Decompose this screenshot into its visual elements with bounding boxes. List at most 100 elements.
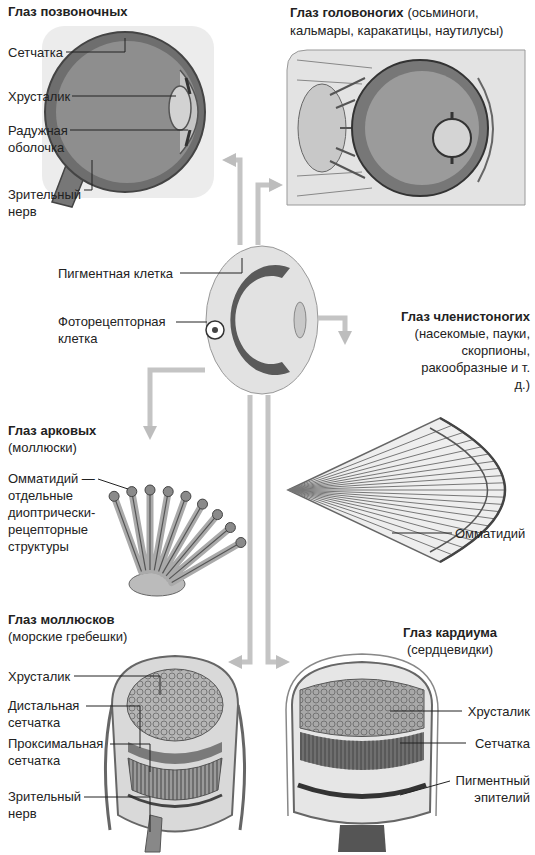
part-label: Хрусталик bbox=[8, 668, 98, 685]
eye-heading: Глаз кардиума bbox=[380, 624, 520, 641]
part-label: Сетчатка bbox=[440, 735, 530, 752]
part-label: Проксимальная сетчатка bbox=[8, 735, 112, 769]
scallop-eye-art bbox=[105, 705, 112, 830]
eye-cup-art bbox=[230, 265, 290, 375]
cephalopod-eye-art bbox=[451, 112, 454, 164]
leader-line bbox=[66, 38, 125, 52]
ark-eye-art bbox=[98, 479, 246, 596]
eye-subheading: (насекомые, пауки, скорпионы, ракообразн… bbox=[405, 325, 530, 393]
eye-heading: Глаз головоногих bbox=[290, 5, 404, 20]
leader-line bbox=[176, 322, 207, 323]
ark-eye-art bbox=[109, 485, 246, 548]
leader-line bbox=[400, 743, 466, 744]
heading-group: Глаз позвоночных bbox=[8, 3, 208, 20]
eye-panel: Глаз кардиума(сердцевидки) bbox=[290, 612, 532, 853]
eye-panel: Глаз позвоночных bbox=[5, 0, 222, 215]
part-label: Омматидий bbox=[455, 525, 535, 542]
vertebrate-eye-art bbox=[42, 26, 214, 207]
cephalopod-eye-art bbox=[287, 50, 525, 205]
ark-eye-art bbox=[163, 487, 173, 497]
cardium-eye-art bbox=[286, 654, 466, 852]
cardium-eye-art bbox=[300, 732, 424, 770]
leader-line bbox=[72, 96, 176, 97]
part-label: Пигментный эпителий bbox=[420, 772, 530, 806]
leader-line bbox=[98, 479, 128, 489]
leader-line bbox=[392, 533, 452, 534]
eye-cup-art bbox=[176, 246, 318, 394]
eye-subheading: (сердцевидки) bbox=[380, 641, 520, 658]
leader-line bbox=[74, 676, 160, 695]
evolution-arrow-group bbox=[318, 318, 345, 335]
vertebrate-eye-art bbox=[56, 41, 198, 183]
ark-eye-art bbox=[236, 538, 246, 548]
cephalopod-eye-art bbox=[433, 119, 471, 157]
ark-eye-art bbox=[213, 510, 223, 520]
part-label: Хрусталик bbox=[440, 703, 530, 720]
eye-cup-art bbox=[212, 327, 218, 333]
vertebrate-eye-art bbox=[169, 86, 191, 130]
cardium-eye-art bbox=[300, 732, 424, 770]
evolution-arrow-group bbox=[238, 395, 250, 662]
leader-line bbox=[84, 160, 92, 190]
scallop-eye-art bbox=[128, 758, 222, 800]
eye-heading: Глаз арковых bbox=[8, 422, 158, 439]
ark-eye-art bbox=[198, 499, 208, 509]
leader-line bbox=[84, 797, 150, 832]
ark-eye-art bbox=[114, 490, 241, 583]
eye-cup-art bbox=[206, 246, 318, 394]
leader-line bbox=[110, 744, 150, 772]
heading-group: Глаз головоногих(осьминоги, кальмары, ка… bbox=[290, 3, 530, 39]
eye-subheading: (морские гребешки) bbox=[8, 628, 208, 645]
eye-subheading: (моллюски) bbox=[8, 439, 158, 456]
eye-heading: Глаз позвоночных bbox=[8, 3, 208, 20]
leader-line bbox=[66, 38, 188, 190]
part-label: Хрусталик bbox=[8, 88, 88, 105]
cephalopod-eye-art bbox=[298, 84, 346, 172]
part-label: Фоторецепторная клетка bbox=[58, 313, 183, 347]
leader-line bbox=[390, 711, 462, 712]
leader-line bbox=[70, 130, 188, 131]
evolution-arrow bbox=[258, 185, 273, 245]
vertebrate-eye-art bbox=[45, 32, 205, 192]
evolution-arrow bbox=[238, 395, 250, 662]
ark-eye-art bbox=[109, 491, 119, 501]
heading-group: Глаз моллюсков(морские гребешки) bbox=[8, 611, 208, 645]
leader-line bbox=[392, 533, 452, 534]
cephalopod-eye-art bbox=[287, 50, 525, 205]
part-label: Зрительный нерв bbox=[8, 186, 88, 220]
evolution-arrow-group bbox=[268, 395, 280, 662]
ark-eye-art bbox=[114, 490, 241, 583]
ark-eye-art bbox=[114, 490, 241, 583]
scallop-eye-art bbox=[127, 669, 223, 741]
leader-line bbox=[98, 479, 128, 489]
ark-eye-art bbox=[127, 487, 137, 497]
leader-line bbox=[400, 781, 450, 795]
eye-heading: Глаз членистоногих bbox=[340, 308, 530, 325]
leader-line bbox=[180, 258, 242, 273]
evolution-arrow bbox=[268, 395, 280, 662]
evolution-arrow-group bbox=[232, 160, 240, 245]
eye-cup-art bbox=[206, 321, 224, 339]
heading-group: Глаз членистоногих(насекомые, пауки, ско… bbox=[340, 308, 530, 393]
part-label: Омматидий — отдельные диоптрически-рецеп… bbox=[8, 470, 116, 555]
cephalopod-eye-art bbox=[365, 71, 479, 185]
heading-group: Глаз арковых(моллюски) bbox=[8, 422, 158, 456]
ark-eye-art bbox=[225, 523, 235, 533]
part-label: Зрительный нерв bbox=[8, 788, 98, 822]
ark-eye-art bbox=[145, 485, 155, 495]
ark-eye-art bbox=[181, 491, 191, 501]
scallop-eye-art bbox=[74, 656, 245, 852]
scallop-eye-art bbox=[145, 815, 162, 852]
leader-line bbox=[390, 711, 466, 795]
cephalopod-eye-art bbox=[352, 60, 488, 196]
heading-group: Глаз кардиума(сердцевидки) bbox=[380, 624, 520, 658]
scallop-eye-art bbox=[127, 669, 223, 741]
part-label: Сетчатка bbox=[8, 44, 88, 61]
leader-line bbox=[176, 258, 242, 322]
evolution-arrow bbox=[232, 160, 240, 245]
evolution-arrow-group bbox=[150, 370, 205, 430]
